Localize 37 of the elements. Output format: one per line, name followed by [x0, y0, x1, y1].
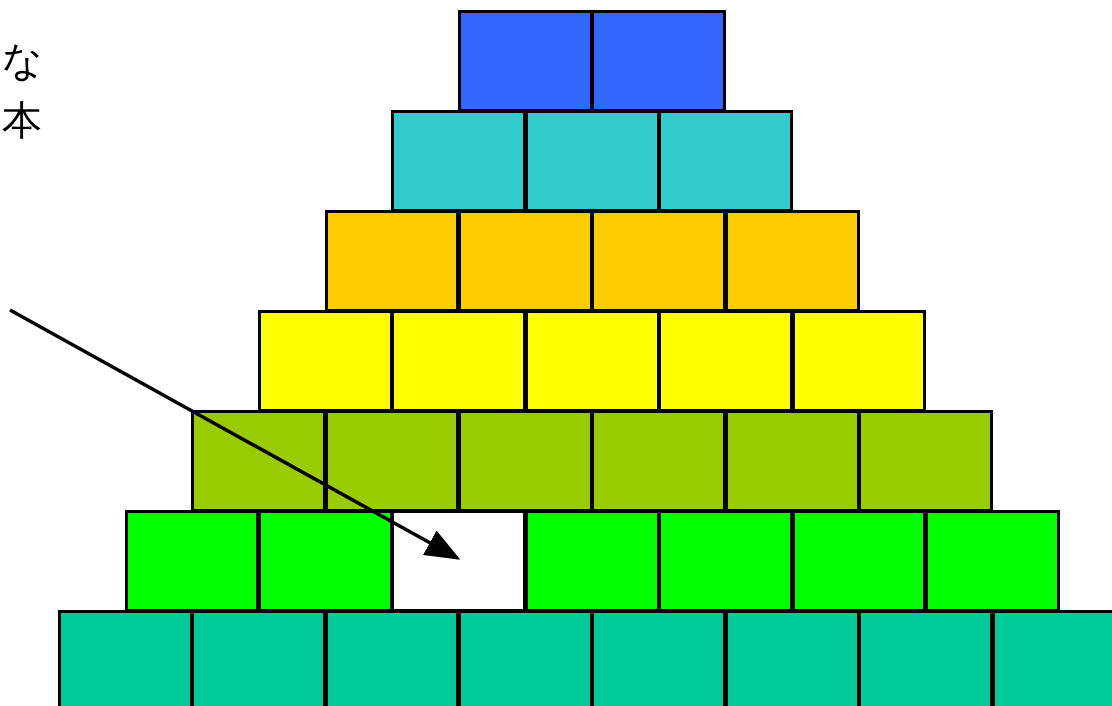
- pyramid-block: [391, 510, 527, 612]
- pyramid-block: [324, 210, 460, 312]
- pyramid-block: [858, 410, 994, 512]
- pyramid-block: [724, 410, 860, 512]
- pyramid-block: [724, 210, 860, 312]
- pyramid-block: [724, 610, 860, 706]
- pyramid-block: [658, 310, 793, 412]
- pyramid-block: [191, 410, 327, 512]
- pyramid-block: [257, 510, 393, 612]
- pyramid-block: [524, 310, 660, 412]
- pyramid-block: [791, 510, 927, 612]
- pyramid-block: [458, 610, 593, 706]
- pyramid-block: [391, 310, 527, 412]
- pyramid-block: [57, 610, 193, 706]
- vertical-caption: な本: [2, 30, 46, 150]
- pyramid-block: [458, 210, 593, 312]
- pyramid-block: [591, 610, 727, 706]
- pyramid-block: [458, 10, 593, 112]
- pyramid-block: [591, 410, 727, 512]
- pyramid-block: [524, 510, 660, 612]
- pyramid-block: [324, 610, 460, 706]
- pyramid-block: [924, 510, 1060, 612]
- pyramid-block: [658, 110, 793, 212]
- pyramid-block: [458, 410, 593, 512]
- pyramid-block: [991, 610, 1112, 706]
- pyramid-block: [391, 110, 527, 212]
- pyramid-block: [124, 510, 260, 612]
- arrow: [9, 308, 461, 560]
- pyramid-block: [658, 510, 793, 612]
- pyramid-block: [591, 10, 727, 112]
- pyramid-block: [791, 310, 927, 412]
- pyramid-block: [191, 610, 327, 706]
- pyramid-block: [858, 610, 994, 706]
- pyramid-block: [324, 410, 460, 512]
- pyramid-block: [524, 110, 660, 212]
- pyramid-block: [591, 210, 727, 312]
- pyramid-block: [257, 310, 393, 412]
